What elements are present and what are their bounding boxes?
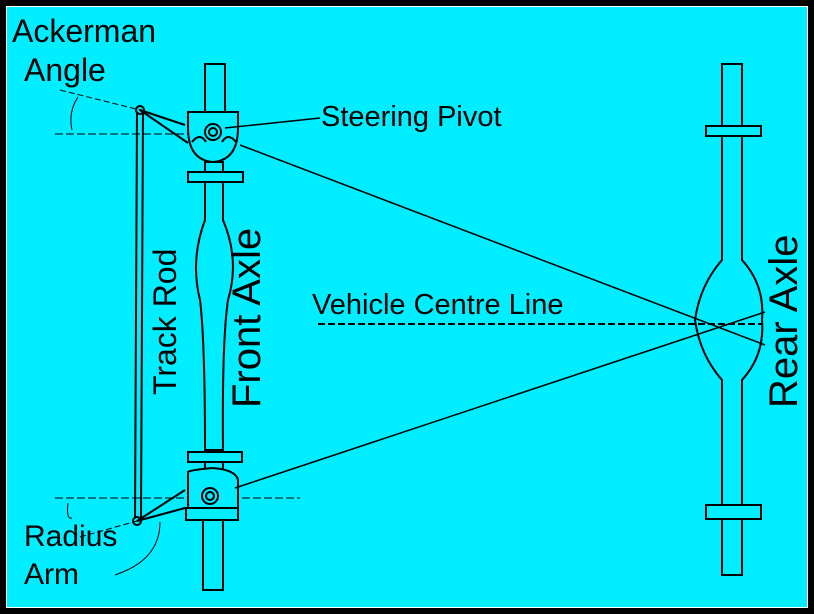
steering-lines: [224, 117, 766, 489]
radius-arm-upper: [139, 109, 189, 144]
label-vehicle-centre-line: Vehicle Centre Line: [312, 289, 564, 321]
label-arm: Arm: [24, 558, 79, 591]
front-axle: [185, 63, 244, 591]
radius-arm-lower: [136, 489, 186, 522]
label-track-rod: Track Rod: [147, 249, 183, 395]
ackerman-angle-lines: [55, 89, 300, 576]
label-steering-pivot: Steering Pivot: [321, 101, 502, 133]
label-rear-axle: Rear Axle: [762, 235, 806, 408]
label-front-axle: Front Axle: [225, 228, 269, 408]
label-radius: Radius: [24, 520, 117, 553]
rear-axle: [693, 63, 764, 576]
label-angle: Angle: [24, 52, 106, 88]
label-ackerman: Ackerman: [12, 13, 156, 49]
